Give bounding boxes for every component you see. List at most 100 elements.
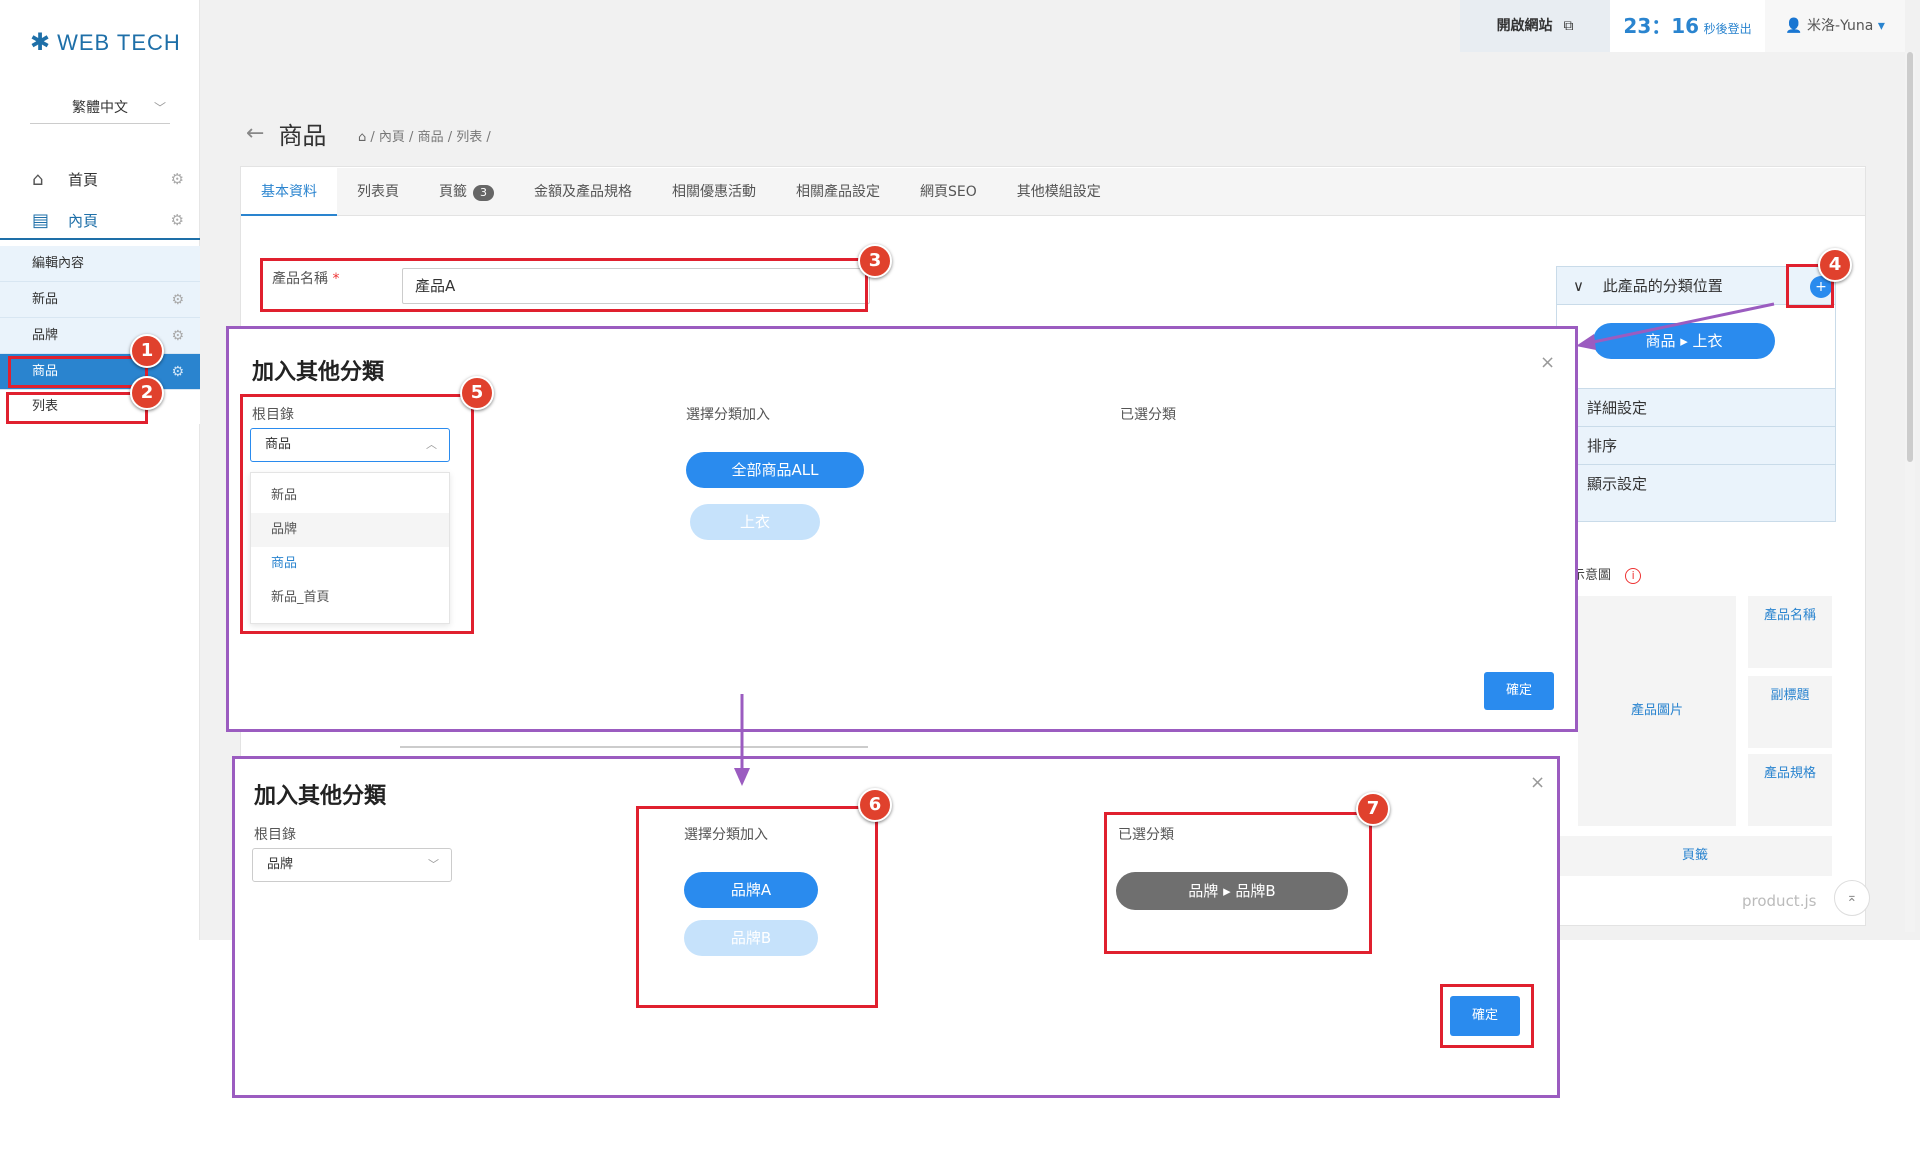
- tab-related-products[interactable]: 相關產品設定: [796, 184, 880, 200]
- category-panel: ∨ 此產品的分類位置 商品 ▸ 上衣 詳細設定 排序 顯示設定: [1556, 266, 1836, 522]
- scrollbar-thumb[interactable]: [1907, 52, 1913, 462]
- annotation-box-3: [260, 258, 868, 312]
- brand-logo[interactable]: ✱ WEB TECH: [30, 29, 181, 56]
- modal2-choice-brand-a[interactable]: 品牌A: [684, 872, 818, 908]
- chevron-down-icon: ∨: [1573, 277, 1584, 295]
- modal2-choice-brand-b[interactable]: 品牌B: [684, 920, 818, 956]
- add-category-modal-2: 加入其他分類 × 根目錄 選擇分類加入 已選分類 品牌 ﹀ 品牌A 品牌B 品牌…: [234, 758, 1558, 1096]
- tab-basic-info[interactable]: 基本資料: [241, 168, 337, 216]
- tab-other-modules[interactable]: 其他模組設定: [1016, 184, 1101, 200]
- modal2-choose-label: 選擇分類加入: [684, 827, 768, 843]
- annotation-box-6: [636, 806, 878, 1008]
- gear-icon[interactable]: ⚙: [171, 328, 184, 344]
- arrow-up-icon: ⌅: [1846, 890, 1858, 905]
- modal2-confirm-button[interactable]: 確定: [1450, 996, 1520, 1036]
- modal1-choice-top[interactable]: 上衣: [690, 504, 820, 540]
- close-icon[interactable]: ×: [1530, 772, 1546, 793]
- modal1-confirm-button[interactable]: 確定: [1484, 672, 1554, 710]
- sidebar-item-brand[interactable]: 品牌 ⚙: [0, 318, 200, 354]
- sidebar-item-new[interactable]: 新品 ⚙: [0, 282, 200, 318]
- sidebar-item-product[interactable]: 商品 ⚙: [0, 354, 200, 390]
- tab-seo[interactable]: 網頁SEO: [920, 184, 977, 200]
- product-name-input[interactable]: 產品A: [402, 268, 870, 304]
- step-marker-2: 2: [130, 376, 164, 410]
- modal1-root-select[interactable]: 商品 ︿: [250, 428, 450, 462]
- external-link-icon: ⧉: [1563, 18, 1574, 34]
- dropdown-option[interactable]: 品牌: [251, 513, 449, 547]
- modal2-selected-label: 已選分類: [1118, 827, 1174, 843]
- back-arrow-icon[interactable]: ←: [246, 121, 265, 146]
- annotation-box-7: [1104, 812, 1372, 954]
- annotation-box-1: [8, 356, 148, 388]
- modal1-root-dropdown: 新品 品牌 商品 新品_首頁: [250, 472, 450, 624]
- annotation-box-4: [1786, 264, 1834, 308]
- panel-row-sort[interactable]: 排序: [1557, 427, 1835, 465]
- modal1-selected-label: 已選分類: [1120, 407, 1176, 423]
- modal2-root-select[interactable]: 品牌 ﹀: [252, 848, 452, 882]
- step-marker-3: 3: [858, 244, 892, 278]
- preview-tabs: 頁籤: [1558, 836, 1832, 876]
- close-icon[interactable]: ×: [1540, 352, 1556, 373]
- page-scrollbar[interactable]: [1905, 52, 1915, 932]
- category-panel-header[interactable]: ∨ 此產品的分類位置: [1557, 267, 1835, 305]
- arrow-to-modal: [1583, 302, 1775, 346]
- open-site-button[interactable]: 開啟網站 ⧉: [1460, 0, 1610, 52]
- add-category-button[interactable]: +: [1810, 276, 1832, 298]
- language-select[interactable]: 繁體中文 ﹀: [30, 94, 170, 124]
- gear-icon[interactable]: ⚙: [171, 364, 184, 380]
- tab-list-page[interactable]: 列表頁: [357, 184, 399, 200]
- panel-row-display[interactable]: 顯示設定: [1587, 475, 1648, 493]
- menu-home[interactable]: ⌂ 首頁 ⚙: [32, 168, 184, 190]
- dropdown-option[interactable]: 新品_首頁: [271, 590, 330, 605]
- chevron-down-icon: ﹀: [428, 858, 439, 871]
- gear-icon[interactable]: ⚙: [171, 292, 184, 308]
- panel-row-detail[interactable]: 詳細設定: [1557, 389, 1835, 427]
- gear-icon[interactable]: ⚙: [170, 170, 184, 188]
- info-icon[interactable]: i: [1625, 568, 1642, 584]
- home-icon[interactable]: ⌂: [358, 130, 367, 145]
- dropdown-option[interactable]: 新品: [271, 488, 298, 503]
- modal2-selected-pill[interactable]: 品牌 ▸ 品牌B: [1116, 872, 1348, 910]
- modal1-root-label: 根目錄: [252, 407, 294, 423]
- home-icon: ⌂: [32, 168, 44, 190]
- annotation-box-5: [240, 394, 474, 634]
- tab-promotions[interactable]: 相關優惠活動: [672, 184, 756, 200]
- chevron-down-icon: ﹀: [153, 101, 166, 115]
- modal2-title: 加入其他分類: [254, 784, 387, 809]
- step-marker-4: 4: [1818, 248, 1852, 282]
- modal1-choice-all[interactable]: 全部商品ALL: [686, 452, 864, 488]
- annotation-frame-modal-1: [226, 326, 1578, 732]
- page-title: ← 商品: [246, 121, 327, 150]
- step-marker-6: 6: [858, 788, 892, 822]
- product-name-label: 產品名稱 *: [272, 271, 340, 287]
- category-pill[interactable]: 商品 ▸ 上衣: [1593, 323, 1775, 359]
- count-badge: 3: [473, 185, 494, 201]
- arrowhead-icon: [1576, 334, 1596, 350]
- chevron-up-icon: ︿: [426, 438, 437, 451]
- arrowhead-icon: [734, 768, 750, 786]
- breadcrumb: ⌂ / 內頁 / 商品 / 列表 /: [358, 130, 491, 145]
- user-menu[interactable]: 👤 米洛-Yuna ▾: [1765, 0, 1905, 52]
- document-icon: ▤: [32, 209, 50, 231]
- user-icon: 👤: [1785, 18, 1803, 34]
- modal1-title: 加入其他分類: [252, 360, 385, 385]
- menu-inner-page[interactable]: ▤ 內頁 ⚙: [0, 202, 200, 240]
- caret-down-icon: ▾: [1877, 18, 1885, 34]
- tab-price-spec[interactable]: 金額及產品規格: [534, 184, 632, 200]
- preview-product-spec: 產品規格: [1748, 754, 1832, 826]
- snowflake-icon: ✱: [30, 29, 52, 56]
- sidebar: ✱ WEB TECH 繁體中文 ﹀ ⌂ 首頁 ⚙ ▤ 內頁 ⚙ 編輯內容 新品 …: [0, 0, 200, 940]
- step-marker-1: 1: [130, 334, 164, 368]
- back-to-top-button[interactable]: ⌅: [1834, 880, 1870, 916]
- preview-product-name: 產品名稱: [1748, 596, 1832, 668]
- sidebar-item-list[interactable]: 列表: [0, 390, 200, 424]
- footer-filename: product.js: [1742, 892, 1817, 910]
- gear-icon[interactable]: ⚙: [170, 211, 184, 229]
- dropdown-option[interactable]: 商品: [271, 556, 298, 571]
- sidebar-item-edit-content[interactable]: 編輯內容: [0, 246, 200, 282]
- logout-timer: 23：16 秒後登出: [1610, 0, 1765, 52]
- annotation-box-confirm: [1440, 984, 1534, 1048]
